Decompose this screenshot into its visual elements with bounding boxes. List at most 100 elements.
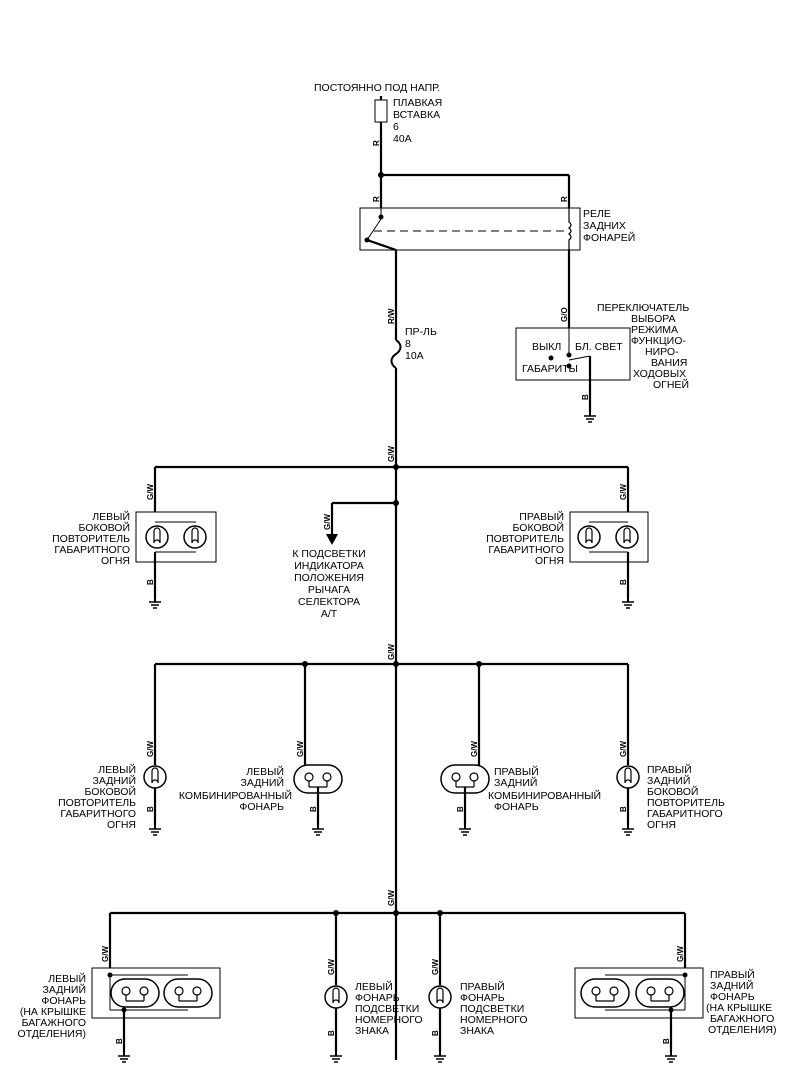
- svg-text:R: R: [372, 196, 381, 202]
- svg-text:B: B: [619, 806, 628, 812]
- svg-text:ФОНАРЬ: ФОНАРЬ: [355, 992, 400, 1004]
- svg-text:40A: 40A: [393, 133, 412, 145]
- main-fuse: [374, 99, 388, 123]
- left-side-repeater: G/W B ЛЕВЫЙ БОКОВОЙ ПОВТОРИТЕЛЬ ГАБАРИТН…: [52, 467, 217, 609]
- svg-text:10A: 10A: [405, 350, 424, 362]
- svg-text:G/W: G/W: [101, 946, 110, 962]
- svg-text:БОКОВОЙ: БОКОВОЙ: [513, 521, 564, 534]
- tail-light-relay: РЕЛЕ ЗАДНИХ ФОНАРЕЙ: [359, 207, 635, 251]
- svg-text:ПОЛОЖЕНИЯ: ПОЛОЖЕНИЯ: [294, 572, 364, 584]
- svg-text:К ПОДСВЕТКИ: К ПОДСВЕТКИ: [292, 548, 365, 560]
- svg-text:РЕЖИМА: РЕЖИМА: [631, 324, 678, 336]
- svg-text:ЗАДНИХ: ЗАДНИХ: [583, 220, 626, 232]
- svg-text:БАГАЖНОГО: БАГАЖНОГО: [22, 1017, 86, 1029]
- right-rear-side-repeater: G/W B ПРАВЫЙ ЗАДНИЙ БОКОВОЙ ПОВТОРИТЕЛЬ …: [616, 664, 725, 836]
- svg-text:РЫЧАГА: РЫЧАГА: [308, 584, 350, 596]
- fuse-8-label: ПР-ЛЬ 8 10A: [405, 326, 437, 362]
- svg-text:ОГНЯ: ОГНЯ: [647, 819, 676, 831]
- svg-text:B: B: [115, 1038, 124, 1044]
- svg-text:ФОНАРЬ: ФОНАРЬ: [460, 992, 505, 1004]
- svg-text:G/W: G/W: [431, 959, 440, 975]
- svg-text:БАГАЖНОГО: БАГАЖНОГО: [710, 1013, 774, 1025]
- at-indicator-branch: G/W К ПОДСВЕТКИ ИНДИКАТОРА ПОЛОЖЕНИЯ РЫЧ…: [292, 500, 399, 620]
- svg-text:ПОВТОРИТЕЛЬ: ПОВТОРИТЕЛЬ: [58, 797, 136, 809]
- right-license-plate-lamp: G/W B ПРАВЫЙ ФОНАРЬ ПОДСВЕТКИ НОМЕРНОГО …: [428, 913, 528, 1063]
- svg-text:ЗНАКА: ЗНАКА: [460, 1025, 494, 1037]
- svg-text:B: B: [619, 579, 628, 585]
- svg-text:ФОНАРЬ: ФОНАРЬ: [494, 801, 539, 813]
- svg-text:ЗАДНИЙ: ЗАДНИЙ: [93, 774, 136, 787]
- svg-text:(НА КРЫШКЕ: (НА КРЫШКЕ: [20, 1006, 86, 1018]
- svg-text:B: B: [581, 394, 590, 400]
- left-trunk-lid-lamp: G/W B ЛЕВЫЙ ЗАДНИЙ ФОНАРЬ (НА КРЫШКЕ БАГ…: [18, 913, 221, 1063]
- svg-text:A/T: A/T: [321, 608, 338, 620]
- svg-text:ГАБАРИТНОГО: ГАБАРИТНОГО: [54, 544, 130, 556]
- svg-text:ФОНАРЬ: ФОНАРЬ: [41, 995, 86, 1007]
- svg-text:ПРАВЫЙ: ПРАВЫЙ: [519, 510, 564, 523]
- svg-text:ЗАДНИЙ: ЗАДНИЙ: [241, 776, 284, 789]
- svg-text:ВЫБОРА: ВЫБОРА: [631, 313, 676, 325]
- svg-text:ПЛАВКАЯ: ПЛАВКАЯ: [393, 97, 442, 109]
- svg-text:B: B: [146, 806, 155, 812]
- svg-text:НОМЕРНОГО: НОМЕРНОГО: [460, 1014, 528, 1026]
- right-rear-combination-lamp: G/W B ПРАВЫЙ ЗАДНИЙ КОМБИНИРОВАННЫЙ ФОНА…: [440, 664, 601, 836]
- svg-text:ОТДЕЛЕНИЯ): ОТДЕЛЕНИЯ): [18, 1028, 86, 1040]
- svg-text:ПРАВЫЙ: ПРАВЫЙ: [647, 763, 692, 776]
- svg-text:ГАБАРИТНОГО: ГАБАРИТНОГО: [60, 808, 136, 820]
- svg-text:ГАБАРИТНОГО: ГАБАРИТНОГО: [647, 808, 723, 820]
- svg-text:B: B: [327, 1030, 336, 1036]
- svg-text:ОГНЕЙ: ОГНЕЙ: [653, 378, 689, 391]
- svg-text:B: B: [456, 806, 465, 812]
- svg-text:ЗНАКА: ЗНАКА: [355, 1025, 389, 1037]
- svg-text:ВАНИЯ: ВАНИЯ: [651, 357, 687, 369]
- svg-text:ИНДИКАТОРА: ИНДИКАТОРА: [294, 560, 364, 572]
- left-license-plate-lamp: G/W B ЛЕВЫЙ ФОНАРЬ ПОДСВЕТКИ НОМЕРНОГО З…: [324, 913, 423, 1063]
- svg-text:ПОВТОРИТЕЛЬ: ПОВТОРИТЕЛЬ: [486, 533, 564, 545]
- svg-text:G/W: G/W: [323, 514, 332, 530]
- svg-text:ВСТАВКА: ВСТАВКА: [393, 109, 440, 121]
- svg-text:8: 8: [405, 338, 411, 350]
- switch-dim-label: БЛ. СВЕТ: [575, 341, 623, 353]
- svg-text:ХОДОВЫХ: ХОДОВЫХ: [633, 368, 686, 380]
- svg-text:G/W: G/W: [146, 741, 155, 757]
- svg-text:СЕЛЕКТОРА: СЕЛЕКТОРА: [298, 596, 360, 608]
- svg-text:ФОНАРЬ: ФОНАРЬ: [710, 991, 755, 1003]
- svg-text:B: B: [146, 579, 155, 585]
- svg-text:ПЕРЕКЛЮЧАТЕЛЬ: ПЕРЕКЛЮЧАТЕЛЬ: [597, 302, 689, 314]
- svg-text:ЛЕВЫЙ: ЛЕВЫЙ: [48, 972, 86, 985]
- svg-text:ОГНЯ: ОГНЯ: [535, 555, 564, 567]
- svg-text:ЗАДНИЙ: ЗАДНИЙ: [710, 979, 753, 992]
- fuse-8: [390, 339, 402, 369]
- svg-text:R/W: R/W: [387, 308, 396, 324]
- svg-text:БОКОВОЙ: БОКОВОЙ: [85, 785, 136, 798]
- svg-text:ЛЕВЫЙ: ЛЕВЫЙ: [98, 763, 136, 776]
- left-rear-combination-lamp: G/W B ЛЕВЫЙ ЗАДНИЙ КОМБИНИРОВАННЫЙ ФОНАР…: [179, 664, 343, 836]
- svg-text:ФУНКЦИО-: ФУНКЦИО-: [631, 335, 686, 347]
- svg-text:ПОДСВЕТКИ: ПОДСВЕТКИ: [460, 1003, 524, 1015]
- svg-text:ПРАВЫЙ: ПРАВЫЙ: [494, 765, 539, 778]
- svg-text:ПОВТОРИТЕЛЬ: ПОВТОРИТЕЛЬ: [52, 533, 130, 545]
- svg-text:ЛЕВЫЙ: ЛЕВЫЙ: [92, 510, 130, 523]
- svg-text:G/W: G/W: [296, 741, 305, 757]
- supply-section: ПОСТОЯННО ПОД НАПР. R ПЛАВКАЯ ВСТАВКА 6 …: [314, 82, 571, 208]
- svg-text:G/W: G/W: [146, 484, 155, 500]
- svg-text:ОТДЕЛЕНИЯ): ОТДЕЛЕНИЯ): [708, 1024, 776, 1036]
- svg-text:ОГНЯ: ОГНЯ: [101, 555, 130, 567]
- svg-text:ПОВТОРИТЕЛЬ: ПОВТОРИТЕЛЬ: [647, 797, 725, 809]
- svg-text:НИРО-: НИРО-: [645, 346, 679, 358]
- svg-text:НОМЕРНОГО: НОМЕРНОГО: [355, 1014, 423, 1026]
- switch-off-label: ВЫКЛ: [532, 341, 561, 353]
- switch-parking-label: ГАБАРИТЫ: [522, 363, 578, 375]
- svg-text:КОМБИНИРОВАННЫЙ: КОМБИНИРОВАННЫЙ: [488, 789, 601, 802]
- svg-text:G/W: G/W: [387, 644, 396, 660]
- relay-label: РЕЛЕ ЗАДНИХ ФОНАРЕЙ: [583, 208, 635, 244]
- svg-text:РЕЛЕ: РЕЛЕ: [583, 208, 611, 220]
- right-trunk-lid-lamp: G/W B ПРАВЫЙ ЗАДНИЙ ФОНАРЬ (НА КРЫШКЕ БА…: [574, 913, 776, 1063]
- svg-text:БОКОВОЙ: БОКОВОЙ: [79, 521, 130, 534]
- svg-text:ПРАВЫЙ: ПРАВЫЙ: [460, 980, 505, 993]
- svg-text:ЗАДНИЙ: ЗАДНИЙ: [43, 983, 86, 996]
- svg-text:G/W: G/W: [327, 959, 336, 975]
- svg-text:КОМБИНИРОВАННЫЙ: КОМБИНИРОВАННЫЙ: [179, 789, 292, 802]
- svg-text:ЗАДНИЙ: ЗАДНИЙ: [494, 776, 537, 789]
- svg-text:ГАБАРИТНОГО: ГАБАРИТНОГО: [488, 544, 564, 556]
